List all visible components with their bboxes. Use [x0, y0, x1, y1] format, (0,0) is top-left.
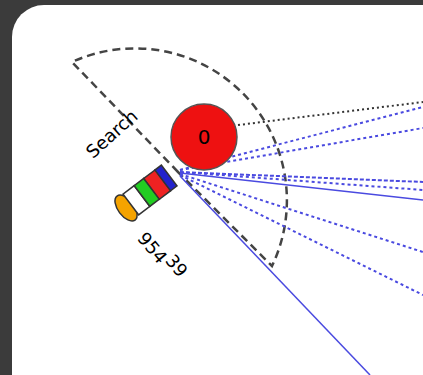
ball-number: 0	[198, 125, 211, 149]
ball-circle: 0	[169, 102, 239, 172]
field-panel	[12, 5, 423, 375]
ball-ray	[238, 102, 423, 125]
robot-symbol	[111, 164, 179, 225]
search-sector	[72, 48, 287, 266]
